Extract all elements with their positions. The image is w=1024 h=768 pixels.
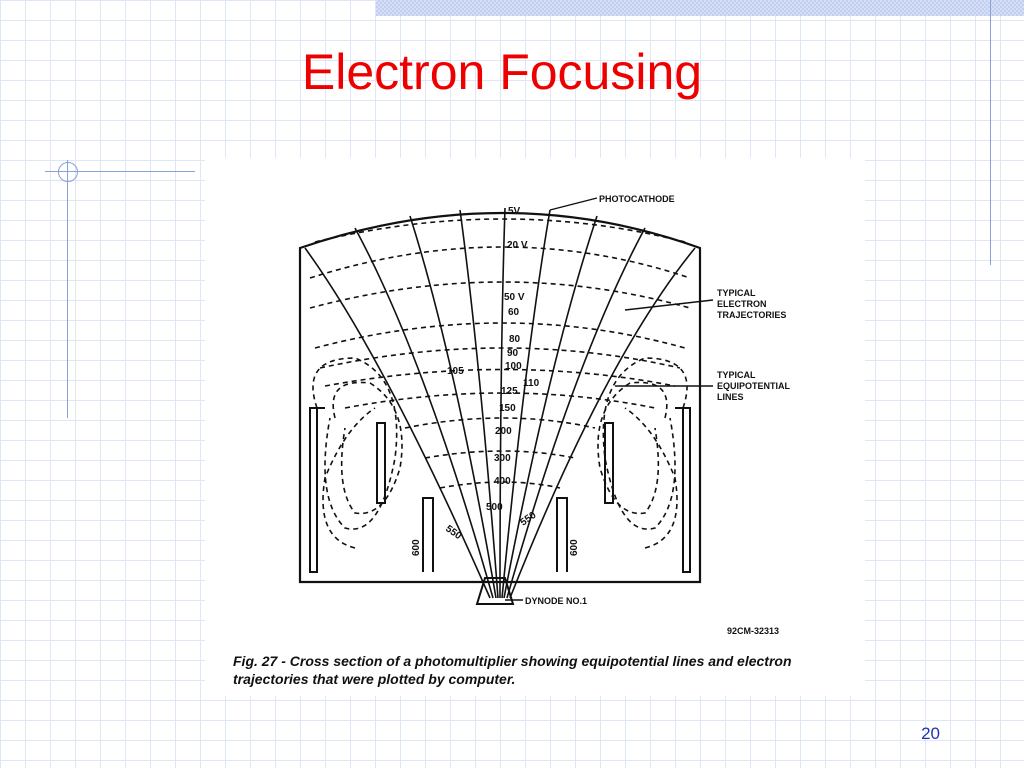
- right-electrode: [675, 407, 691, 573]
- voltage-label-110: 110: [523, 378, 540, 389]
- voltage-labels: 5V 20 V 50 V 60 80 90 100 125 150 200 30…: [411, 206, 580, 556]
- left-decorative-crossbar: [45, 171, 195, 172]
- right-focus-plate: [604, 422, 614, 504]
- voltage-label: 100: [505, 361, 522, 372]
- trajectories-label-line3: TRAJECTORIES: [717, 310, 786, 320]
- voltage-label: 150: [499, 403, 516, 414]
- voltage-label: 300: [494, 453, 511, 464]
- page-number: 20: [921, 724, 940, 743]
- photocathode-label: PHOTOCATHODE: [599, 194, 675, 204]
- voltage-label: 400: [494, 476, 511, 487]
- left-focus-plate: [376, 422, 386, 504]
- dynode-1: [475, 577, 515, 605]
- header-decoration-band: [376, 0, 1024, 16]
- drawing-id: 92CM-32313: [727, 626, 779, 636]
- figure-caption-line1: Fig. 27 - Cross section of a photomultip…: [233, 653, 792, 669]
- voltage-label-600-right: 600: [569, 539, 580, 556]
- voltage-label: 5V: [508, 206, 521, 217]
- voltage-label: 60: [508, 307, 520, 318]
- voltage-label: 200: [495, 426, 512, 437]
- left-electrode: [309, 407, 325, 573]
- voltage-label: 20 V: [507, 240, 528, 251]
- equipotential-label-line3: LINES: [717, 392, 744, 402]
- voltage-label-105: 105: [447, 366, 464, 377]
- figure-caption-line2: trajectories that were plotted by comput…: [233, 671, 515, 687]
- left-decorative-rule: [67, 160, 68, 418]
- photomultiplier-diagram: 5V 20 V 50 V 60 80 90 100 125 150 200 30…: [233, 194, 792, 687]
- equipotential-callout: TYPICAL EQUIPOTENTIAL LINES: [717, 370, 791, 402]
- slide-title: Electron Focusing: [301, 44, 703, 100]
- voltage-label: 50 V: [504, 292, 525, 303]
- voltage-label-600-left: 600: [411, 539, 422, 556]
- callout-leaders: [505, 197, 714, 601]
- voltage-label-550-left: 550: [443, 523, 463, 542]
- voltage-label: 500: [486, 502, 503, 513]
- figure-panel: 5V 20 V 50 V 60 80 90 100 125 150 200 30…: [205, 158, 865, 696]
- trajectories-label-line1: TYPICAL: [717, 288, 756, 298]
- equipotential-label-line1: TYPICAL: [717, 370, 756, 380]
- electron-trajectories: [304, 207, 696, 599]
- dynode-label: DYNODE NO.1: [525, 596, 587, 606]
- trajectories-callout: TYPICAL ELECTRON TRAJECTORIES: [717, 288, 786, 320]
- right-decorative-rule: [990, 0, 991, 265]
- left-decorative-circle: [58, 162, 78, 182]
- right-dynode-wall: [556, 497, 568, 572]
- equipotential-label-line2: EQUIPOTENTIAL: [717, 381, 791, 391]
- voltage-label: 80: [509, 334, 521, 345]
- left-dynode-wall: [422, 497, 434, 572]
- trajectories-label-line2: ELECTRON: [717, 299, 767, 309]
- voltage-label: 90: [507, 348, 519, 359]
- voltage-label: 125: [501, 386, 518, 397]
